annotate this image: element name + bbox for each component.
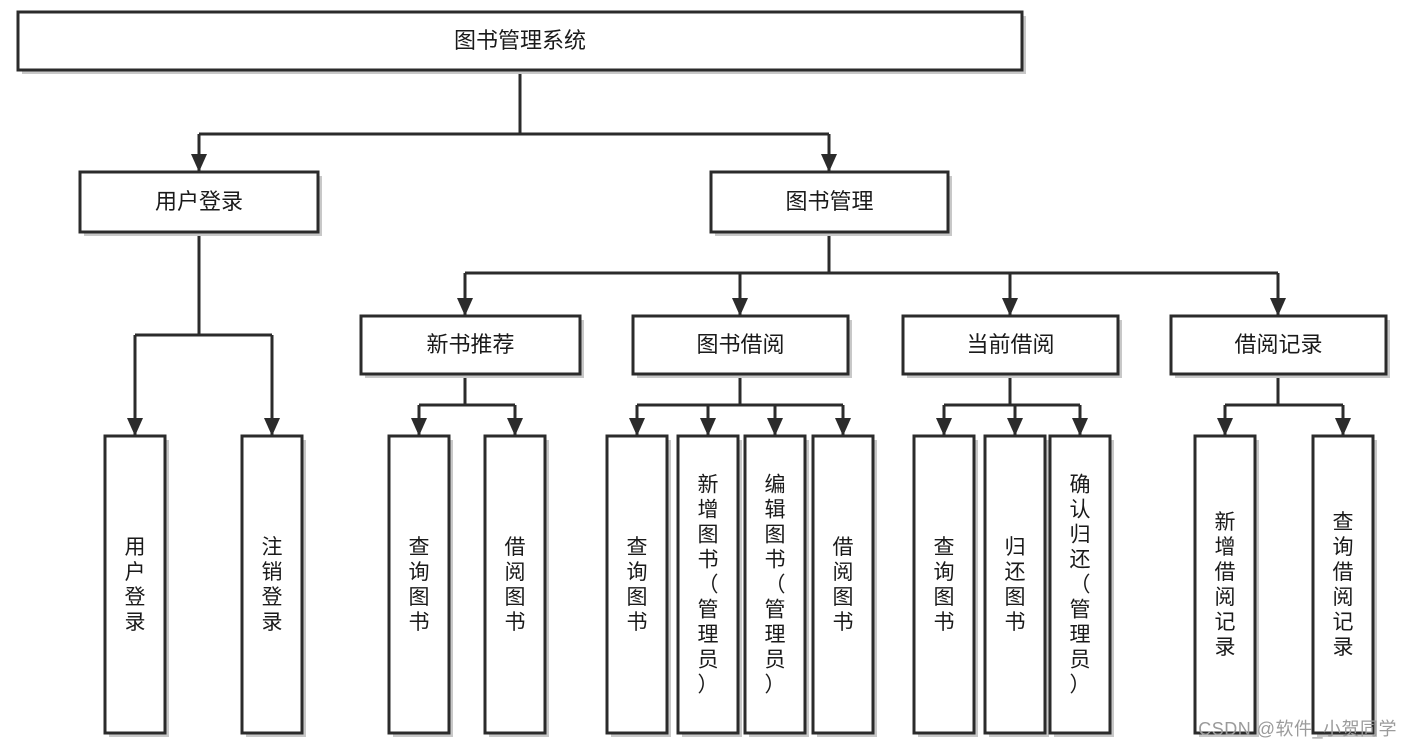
node-user-login[interactable]: 用户登录 (78, 170, 322, 236)
arrow-head-icon (1002, 298, 1018, 316)
node-box[interactable] (901, 314, 1120, 376)
node-leaf-edit-book[interactable]: 编辑图书（管理员） (743, 434, 809, 737)
node-label: 借阅图书 (505, 536, 526, 634)
node-root[interactable]: 图书管理系统 (16, 10, 1026, 74)
node-box[interactable] (359, 314, 582, 376)
arrow-head-icon (411, 418, 427, 436)
node-leaf-confirm-return[interactable]: 确认归还（管理员） (1048, 434, 1114, 737)
node-label: 图书借阅 (696, 332, 784, 357)
node-label: 新增借阅记录 (1215, 511, 1236, 659)
node-box[interactable] (1311, 434, 1375, 735)
connector-group-borrowrecord-to-leaves (1217, 374, 1351, 436)
arrow-head-icon (127, 418, 143, 436)
node-leaf-query-book-borrow[interactable]: 查询图书 (605, 434, 671, 737)
node-label: 编辑图书（管理员） (765, 474, 786, 697)
arrow-head-icon (1072, 418, 1088, 436)
connector-group-newbookrec-to-leaves (411, 374, 523, 436)
node-box[interactable] (605, 434, 669, 735)
node-layer: 图书管理系统用户登录图书管理新书推荐图书借阅当前借阅借阅记录用户登录注销登录查询… (16, 10, 1390, 737)
node-box[interactable] (387, 434, 451, 735)
node-box[interactable] (676, 434, 740, 735)
arrow-head-icon (700, 418, 716, 436)
node-current-borrow[interactable]: 当前借阅 (901, 314, 1122, 378)
node-label: 确认归还（管理员） (1070, 474, 1091, 697)
node-leaf-add-book[interactable]: 新增图书（管理员） (676, 434, 742, 737)
node-leaf-logout[interactable]: 注销登录 (240, 434, 306, 737)
node-box[interactable] (811, 434, 875, 735)
node-box[interactable] (483, 434, 547, 735)
node-label: 借阅图书 (833, 536, 854, 634)
arrow-head-icon (1335, 418, 1351, 436)
node-leaf-borrow-book[interactable]: 借阅图书 (811, 434, 877, 737)
node-leaf-query-record[interactable]: 查询借阅记录 (1311, 434, 1377, 737)
node-box[interactable] (16, 10, 1024, 72)
node-label: 当前借阅 (966, 332, 1054, 357)
node-box[interactable] (631, 314, 850, 376)
arrow-head-icon (732, 298, 748, 316)
node-leaf-query-book-current[interactable]: 查询图书 (912, 434, 978, 737)
node-label: 归还图书 (1005, 536, 1026, 634)
node-box[interactable] (1193, 434, 1257, 735)
connector-group-bookmanage-to-level3 (457, 232, 1286, 316)
arrow-head-icon (835, 418, 851, 436)
node-box[interactable] (983, 434, 1047, 735)
node-label: 注销登录 (262, 536, 283, 634)
node-box[interactable] (1169, 314, 1388, 376)
node-box[interactable] (709, 170, 950, 234)
node-box[interactable] (912, 434, 976, 735)
node-label: 新书推荐 (426, 332, 514, 357)
connector-group-currentborrow-to-leaves (936, 374, 1088, 436)
arrow-head-icon (767, 418, 783, 436)
node-label: 查询图书 (627, 536, 648, 634)
node-leaf-borrow-book-rec[interactable]: 借阅图书 (483, 434, 549, 737)
node-label: 图书管理系统 (454, 28, 586, 53)
node-box[interactable] (103, 434, 167, 735)
arrow-head-icon (821, 154, 837, 172)
node-label: 借阅记录 (1234, 332, 1322, 357)
connector-layer (127, 70, 1351, 436)
node-label: 查询借阅记录 (1333, 511, 1354, 659)
node-leaf-add-record[interactable]: 新增借阅记录 (1193, 434, 1259, 737)
node-book-manage[interactable]: 图书管理 (709, 170, 952, 236)
arrow-head-icon (457, 298, 473, 316)
node-box[interactable] (240, 434, 304, 735)
arrow-head-icon (264, 418, 280, 436)
arrow-head-icon (1007, 418, 1023, 436)
node-book-borrow[interactable]: 图书借阅 (631, 314, 852, 378)
connector-group-bookborrow-to-leaves (629, 374, 851, 436)
arrow-head-icon (936, 418, 952, 436)
node-leaf-return-book[interactable]: 归还图书 (983, 434, 1049, 737)
arrow-head-icon (507, 418, 523, 436)
arrow-head-icon (1217, 418, 1233, 436)
connector-group-root-to-level2 (191, 70, 837, 172)
node-label: 查询图书 (934, 536, 955, 634)
connector-group-userlogin-to-leaves (127, 232, 280, 436)
node-leaf-user-login[interactable]: 用户登录 (103, 434, 169, 737)
node-label: 查询图书 (409, 536, 430, 634)
node-leaf-query-book-rec[interactable]: 查询图书 (387, 434, 453, 737)
node-new-book-rec[interactable]: 新书推荐 (359, 314, 584, 378)
node-box[interactable] (1048, 434, 1112, 735)
node-label: 用户登录 (155, 189, 243, 214)
node-box[interactable] (78, 170, 320, 234)
node-box[interactable] (743, 434, 807, 735)
arrow-head-icon (629, 418, 645, 436)
node-label: 新增图书（管理员） (698, 474, 719, 697)
arrow-head-icon (191, 154, 207, 172)
node-borrow-record[interactable]: 借阅记录 (1169, 314, 1390, 378)
node-label: 用户登录 (125, 536, 146, 634)
node-label: 图书管理 (785, 189, 873, 214)
arrow-head-icon (1270, 298, 1286, 316)
